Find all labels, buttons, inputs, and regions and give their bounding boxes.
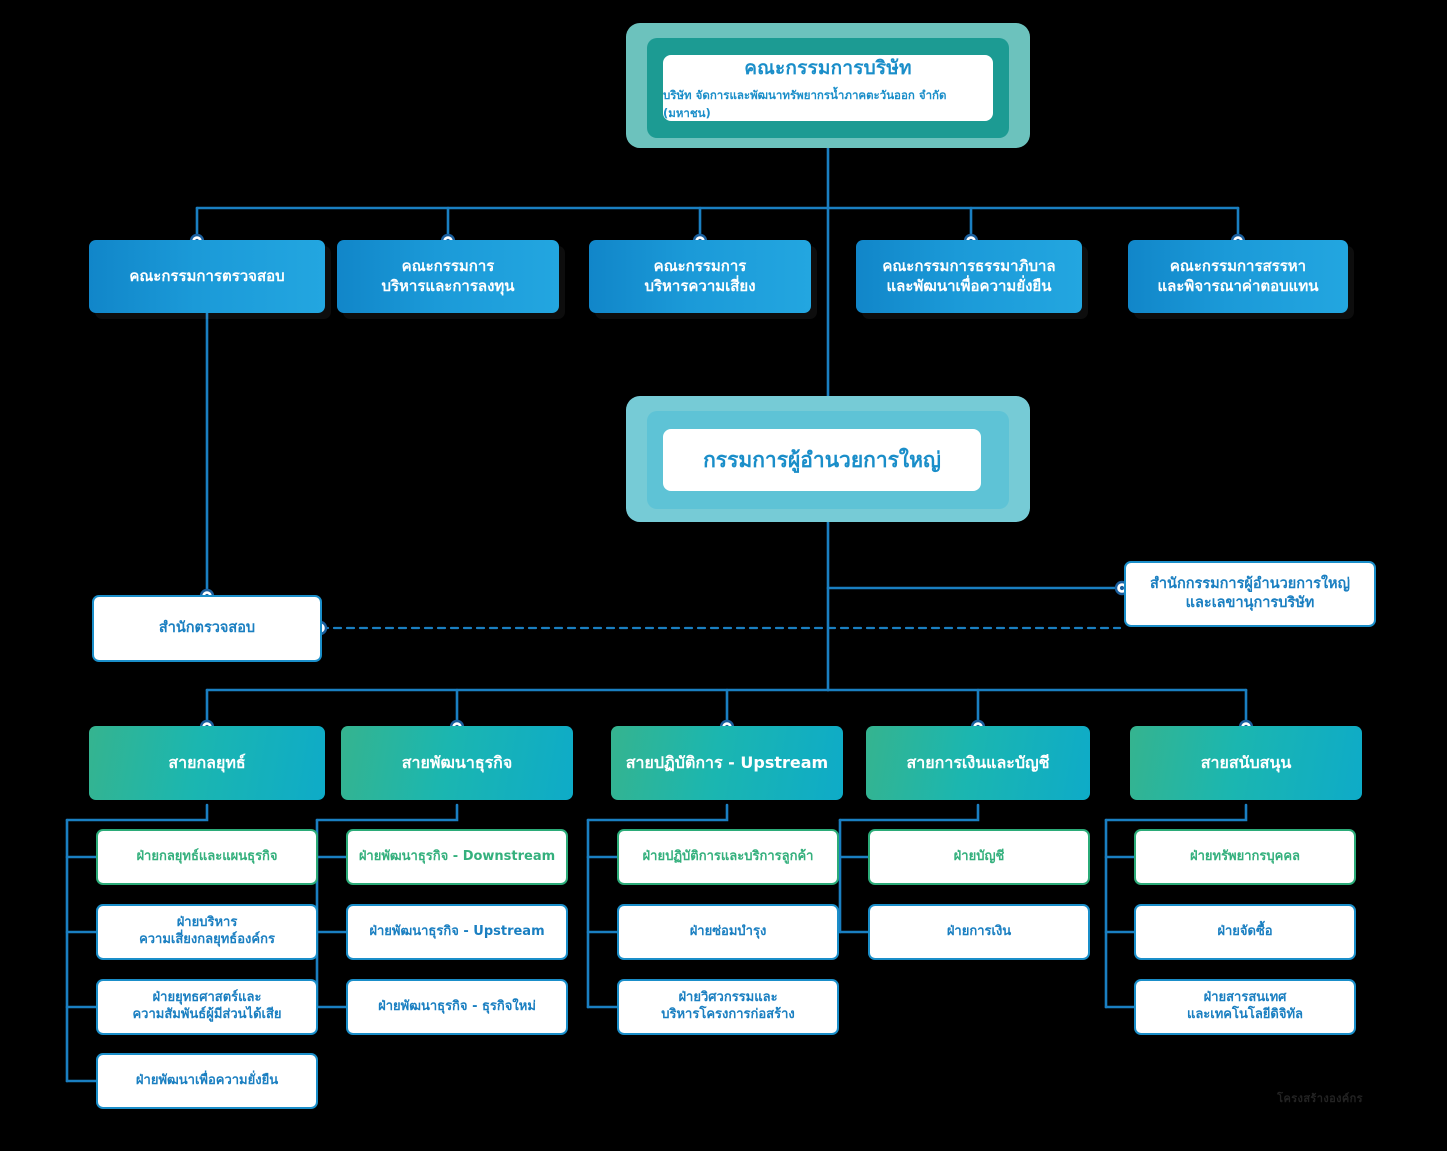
department-box[interactable]: ฝ่ายการเงิน (868, 899, 1095, 965)
department-box[interactable]: ฝ่ายปฏิบัติการและบริการลูกค้า (617, 829, 839, 885)
department-box[interactable]: ฝ่ายพัฒนาธุรกิจ - ธุรกิจใหม่ (346, 979, 568, 1035)
division-box-business-development[interactable]: สายพัฒนาธุรกิจ (341, 719, 580, 807)
audit-office-label: สำนักตรวจสอบ (158, 620, 256, 637)
department-label: ฝ่ายปฏิบัติการและบริการลูกค้า (642, 848, 814, 864)
committee-label: คณะกรรมการบริหารความเสี่ยง (644, 257, 756, 295)
department-box[interactable]: ฝ่ายซ่อมบำรุง (617, 899, 844, 965)
committee-label: คณะกรรมการธรรมาภิบาลและพัฒนาเพื่อความยั่… (882, 257, 1056, 295)
board-title: คณะกรรมการบริษัท (744, 57, 912, 79)
ceo-office-box[interactable]: สำนักกรรมการผู้อำนวยการใหญ่และเลขานุการบ… (1124, 561, 1376, 627)
watermark-text: โครงสร้างองค์กร (1277, 1092, 1363, 1105)
division-label: สายสนับสนุน (1200, 752, 1292, 772)
division-box-operations-upstream[interactable]: สายปฏิบัติการ - Upstream (611, 719, 850, 807)
committee-box-audit[interactable]: คณะกรรมการตรวจสอบ (89, 234, 331, 319)
department-box[interactable]: ฝ่ายบริหารความเสี่ยงกลยุทธ์องค์กร (96, 899, 323, 965)
department-box[interactable]: ฝ่ายจัดซื้อ (1134, 899, 1361, 965)
board-subtitle: บริษัท จัดการและพัฒนาทรัพยากรน้ำภาคตะวัน… (663, 88, 947, 120)
committee-box-governance-sustainability[interactable]: คณะกรรมการธรรมาภิบาลและพัฒนาเพื่อความยั่… (856, 234, 1088, 319)
division-label: สายการเงินและบัญชี (906, 752, 1050, 772)
department-box[interactable]: ฝ่ายบัญชี (868, 829, 1090, 885)
department-label: ฝ่ายจัดซื้อ (1217, 923, 1273, 939)
department-box[interactable]: ฝ่ายสารสนเทศและเทคโนโลยีดิจิทัล (1134, 979, 1356, 1035)
ceo-office-label: สำนักกรรมการผู้อำนวยการใหญ่และเลขานุการบ… (1150, 576, 1350, 611)
department-label: ฝ่ายบริหารความเสี่ยงกลยุทธ์องค์กร (139, 915, 275, 947)
department-label: ฝ่ายพัฒนาธุรกิจ - Downstream (358, 848, 556, 864)
department-label: ฝ่ายสารสนเทศและเทคโนโลยีดิจิทัล (1186, 990, 1304, 1022)
division-label: สายพัฒนาธุรกิจ (401, 752, 513, 772)
audit-office-box[interactable]: สำนักตรวจสอบ (92, 590, 327, 667)
department-label: ฝ่ายยุทธศาสตร์และความสัมพันธ์ผู้มีส่วนได… (132, 990, 282, 1022)
department-label: ฝ่ายพัฒนาธุรกิจ - ธุรกิจใหม่ (378, 998, 536, 1014)
department-label: ฝ่ายการเงิน (946, 923, 1012, 939)
committee-box-risk-management[interactable]: คณะกรรมการบริหารความเสี่ยง (589, 234, 817, 319)
board-of-directors-box[interactable]: คณะกรรมการบริษัท บริษัท จัดการและพัฒนาทร… (663, 55, 993, 121)
department-label: ฝ่ายกลยุทธ์และแผนธุรกิจ (136, 848, 278, 864)
department-box[interactable]: ฝ่ายวิศวกรรมและบริหารโครงการก่อสร้าง (617, 979, 839, 1035)
department-box[interactable]: ฝ่ายพัฒนาธุรกิจ - Downstream (346, 829, 568, 885)
division-box-finance-accounting[interactable]: สายการเงินและบัญชี (866, 719, 1097, 807)
committee-box-executive-investment[interactable]: คณะกรรมการบริหารและการลงทุน (337, 234, 565, 319)
division-label: สายกลยุทธ์ (168, 752, 246, 772)
department-label: ฝ่ายวิศวกรรมและบริหารโครงการก่อสร้าง (661, 990, 795, 1022)
department-box[interactable]: ฝ่ายทรัพยากรบุคคล (1134, 829, 1356, 885)
division-box-support[interactable]: สายสนับสนุน (1130, 719, 1369, 807)
division-label: สายปฏิบัติการ - Upstream (625, 752, 829, 772)
department-label: ฝ่ายทรัพยากรบุคคล (1189, 848, 1301, 864)
ceo-box[interactable]: กรรมการผู้อำนวยการใหญ่ (663, 429, 981, 491)
department-box[interactable]: ฝ่ายกลยุทธ์และแผนธุรกิจ (96, 829, 318, 885)
department-label: ฝ่ายพัฒนาธุรกิจ - Upstream (369, 923, 545, 939)
department-label: ฝ่ายพัฒนาเพื่อความยั่งยืน (135, 1072, 279, 1088)
department-box[interactable]: ฝ่ายพัฒนาธุรกิจ - Upstream (346, 899, 573, 965)
department-box[interactable]: ฝ่ายพัฒนาเพื่อความยั่งยืน (96, 1053, 318, 1109)
committee-label: คณะกรรมการบริหารและการลงทุน (381, 257, 515, 295)
department-label: ฝ่ายบัญชี (953, 848, 1005, 864)
ceo-label: กรรมการผู้อำนวยการใหญ่ (703, 447, 941, 472)
division-box-strategy[interactable]: สายกลยุทธ์ (89, 719, 332, 807)
committee-label: คณะกรรมการสรรหาและพิจารณาค่าตอบแทน (1157, 257, 1319, 295)
department-label: ฝ่ายซ่อมบำรุง (689, 923, 767, 939)
committee-label: คณะกรรมการตรวจสอบ (129, 266, 285, 285)
department-box[interactable]: ฝ่ายยุทธศาสตร์และความสัมพันธ์ผู้มีส่วนได… (96, 979, 318, 1035)
committee-box-nomination-remuneration[interactable]: คณะกรรมการสรรหาและพิจารณาค่าตอบแทน (1128, 234, 1354, 319)
